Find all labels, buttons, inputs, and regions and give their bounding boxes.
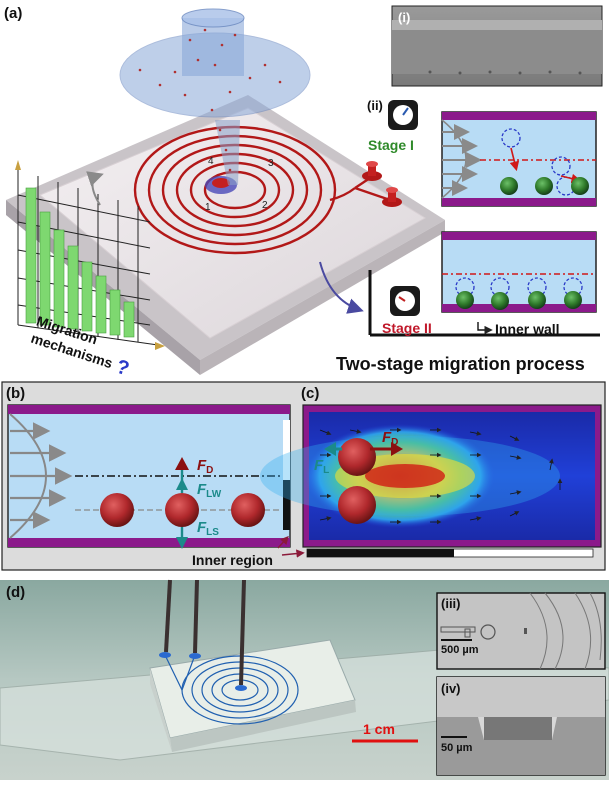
force-d-arrow [391,442,403,456]
outlet-ports [362,161,402,207]
inset-iii: (iii) 500 µm [436,592,606,670]
sample-reservoir [119,8,311,185]
panel-c-label: (c) [301,385,319,402]
chip-number-4: 4 [208,156,214,167]
suspended-particles [138,28,282,172]
scale-bar-label: 1 cm [363,721,395,737]
panel-a: (a) [4,5,603,381]
particle [338,486,376,524]
particle [338,438,376,476]
stage2-label: Stage II [382,320,432,336]
force-d-label: FD [197,457,213,476]
force-ls-label: FLS [197,519,219,538]
force-d-label: FD [382,429,398,448]
zoom-arrow [319,261,364,314]
migration-histogram [15,160,165,350]
panel-a-title: Two-stage migration process [336,354,585,374]
panel-d-label: (d) [6,584,25,601]
force-lw-arrow [176,478,188,490]
panel-d: (d) 1 cm [0,579,609,780]
inner-wall-label: Inner wall [495,321,560,337]
vector-field [319,427,563,525]
stage1-label: Stage I [368,137,414,153]
particle [231,493,265,527]
stage2-channel [441,231,597,313]
inset-iii-scale: 500 µm [441,644,479,656]
force-lw-label: FLW [197,481,222,500]
inset-iv: (iv) 50 µm [436,676,606,776]
question-mark: ? [113,356,131,381]
inner-region-indicator: Inner region [192,535,594,568]
panel-b: (b) FD FLW FLS [6,385,291,549]
stage1-channel [441,111,597,207]
force-ls-arrow [176,537,188,549]
force-l-arrow [324,442,336,456]
inset-i-label: (i) [398,10,410,25]
panel-b-label: (b) [6,385,25,402]
chip-number-2: 2 [262,200,268,211]
inner-region-label: Inner region [192,552,273,568]
particle [100,493,134,527]
particle [165,493,199,527]
photo-ports [159,652,247,691]
force-d-arrow [175,457,189,470]
inset-iv-scale: 50 µm [441,742,473,754]
stage2-gauge-icon [390,286,420,316]
panel-a-label: (a) [4,5,22,22]
chip-number-3: 3 [268,158,274,169]
inset-iii-label: (iii) [441,596,461,611]
panel-c: (c) FD FL [260,385,602,548]
chip-number-1: 1 [205,202,211,213]
force-l-label: FL [314,457,329,476]
inset-ii-label: (ii) [367,98,383,113]
inset-i: (i) [391,5,603,87]
tubing [164,579,246,686]
stage1-gauge-icon [388,100,418,130]
inset-iv-label: (iv) [441,681,461,696]
